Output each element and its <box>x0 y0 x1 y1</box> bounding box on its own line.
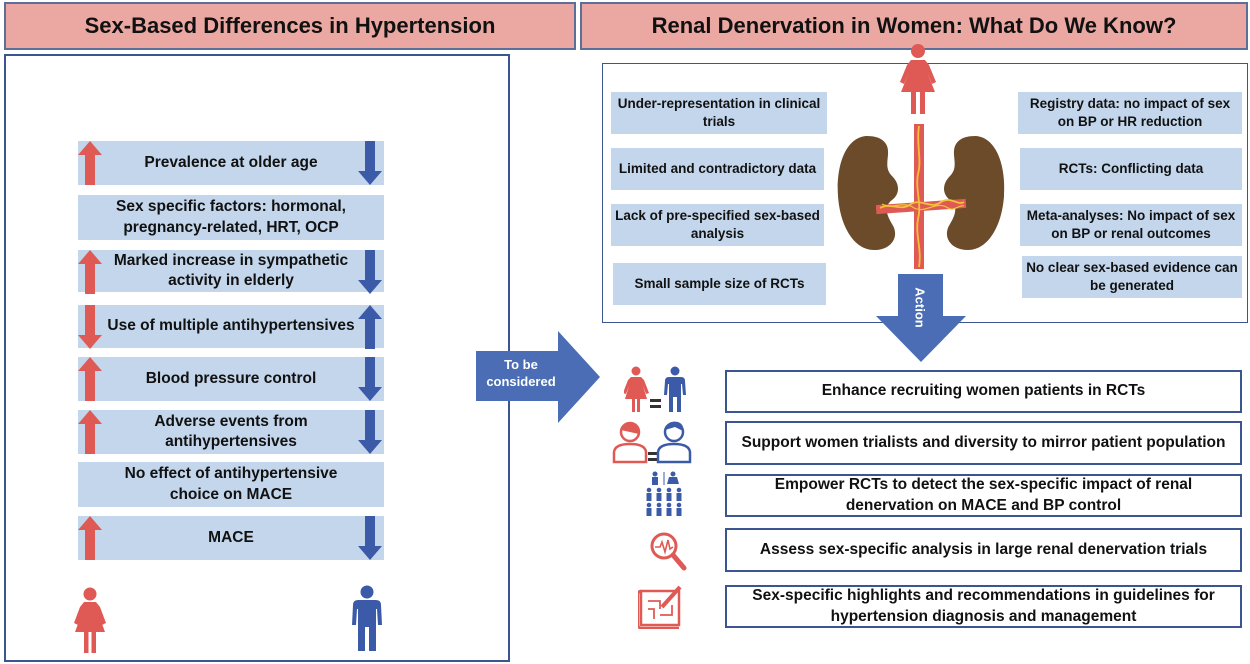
difference-row: Adverse events from antihypertensives <box>78 410 384 454</box>
know-item-left: Lack of pre-specified sex-based analysis <box>611 204 824 246</box>
female-arrow-up-icon <box>78 357 102 401</box>
know-item-right: Registry data: no impact of sex on BP or… <box>1018 92 1242 134</box>
difference-row: Blood pressure control <box>78 357 384 401</box>
guidelines-blueprint-icon <box>638 583 686 629</box>
male-arrow-up-icon <box>358 305 382 349</box>
difference-row: Use of multiple antihypertensives <box>78 305 384 348</box>
difference-row-text: Sex specific factors: hormonal, pregnanc… <box>116 198 346 236</box>
difference-row: Sex specific factors: hormonal, pregnanc… <box>78 195 384 240</box>
difference-row: MACE <box>78 516 384 560</box>
difference-row: No effect of antihypertensive choice on … <box>78 462 384 507</box>
know-item-left: Under-representation in clinical trials <box>611 92 827 134</box>
crowd-icon <box>644 471 684 517</box>
know-item-left: Limited and contradictory data <box>611 148 824 190</box>
difference-row-text: Use of multiple antihypertensives <box>107 317 355 335</box>
left-panel-title: Sex-Based Differences in Hypertension <box>4 2 576 50</box>
know-item-left: Small sample size of RCTs <box>613 263 826 305</box>
action-item: Empower RCTs to detect the sex-specific … <box>725 474 1242 517</box>
male-person-icon <box>350 585 384 653</box>
to-be-considered-arrow: To be considered <box>476 331 602 423</box>
right-panel-title: Renal Denervation in Women: What Do We K… <box>580 2 1248 50</box>
patient-equality-icon <box>624 366 688 414</box>
female-arrow-up-icon <box>78 250 102 294</box>
action-item: Enhance recruiting women patients in RCT… <box>725 370 1242 413</box>
action-item: Support women trialists and diversity to… <box>725 421 1242 465</box>
female-arrow-up-icon <box>78 141 102 185</box>
male-arrow-down-icon <box>358 410 382 454</box>
action-arrow: Action <box>876 274 966 364</box>
action-item: Sex-specific highlights and recommendati… <box>725 585 1242 628</box>
male-arrow-down-icon <box>358 141 382 185</box>
difference-row-text: Prevalence at older age <box>144 153 318 171</box>
difference-row-text: Marked increase in sympathetic activity … <box>113 251 349 289</box>
to-be-considered-label: To be considered <box>486 357 556 389</box>
difference-row: Marked increase in sympathetic activity … <box>78 250 384 292</box>
know-item-right: Meta-analyses: No impact of sex on BP or… <box>1020 204 1242 246</box>
trialist-equality-icon <box>612 418 692 464</box>
male-arrow-down-icon <box>358 250 382 294</box>
male-arrow-down-icon <box>358 516 382 560</box>
male-arrow-down-icon <box>358 357 382 401</box>
female-person-icon <box>72 587 108 655</box>
female-arrow-down-icon <box>78 305 102 349</box>
female-person-icon <box>898 44 938 116</box>
right-panel-title-text: Renal Denervation in Women: What Do We K… <box>651 13 1177 38</box>
action-item: Assess sex-specific analysis in large re… <box>725 528 1242 572</box>
female-arrow-up-icon <box>78 410 102 454</box>
magnifier-analysis-icon <box>648 530 688 574</box>
kidneys-icon <box>836 124 1006 269</box>
difference-row-text: Adverse events from antihypertensives <box>154 412 308 450</box>
difference-row-text: Blood pressure control <box>145 369 317 387</box>
difference-row-text: No effect of antihypertensive choice on … <box>124 465 338 503</box>
action-label: Action <box>912 286 928 328</box>
difference-row: Prevalence at older age <box>78 141 384 185</box>
left-panel-title-text: Sex-Based Differences in Hypertension <box>84 13 496 38</box>
difference-row-text: MACE <box>208 528 254 546</box>
female-arrow-up-icon <box>78 516 102 560</box>
know-item-right: RCTs: Conflicting data <box>1020 148 1242 190</box>
know-item-right: No clear sex-based evidence can be gener… <box>1022 256 1242 298</box>
